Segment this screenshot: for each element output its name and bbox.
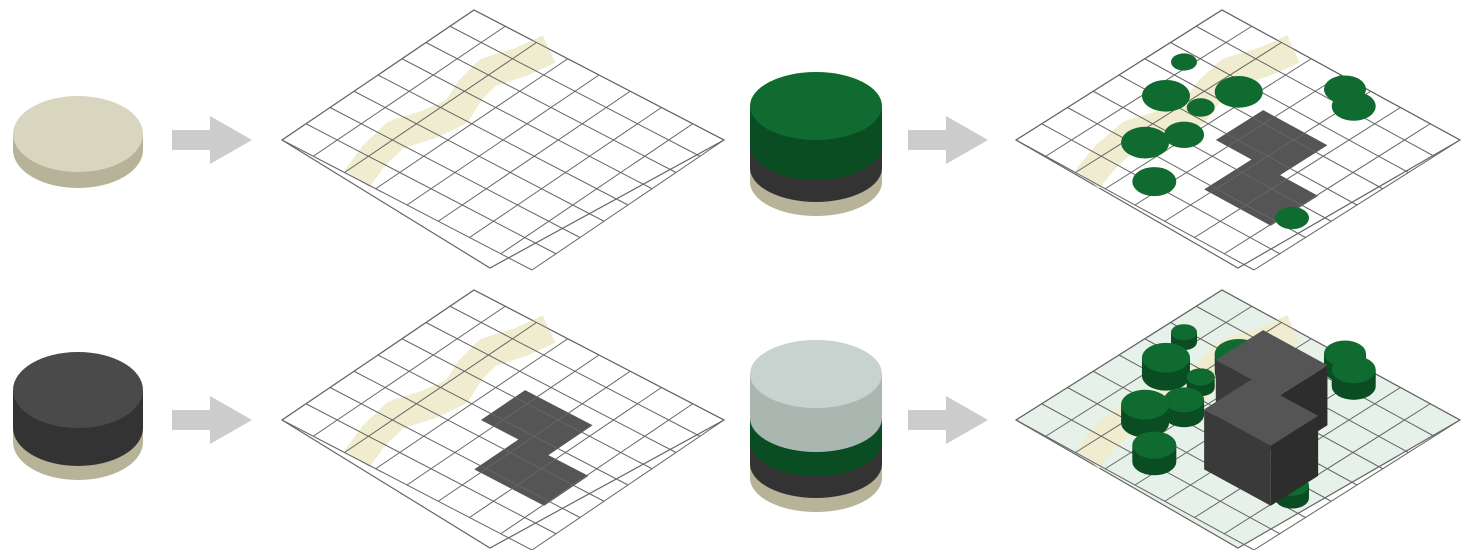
isometric-grid-2: [1014, 9, 1462, 271]
layer-water: [13, 96, 143, 188]
stack-water-built-green: [750, 72, 882, 216]
tree-icon-5: [1164, 387, 1205, 428]
isometric-grid-4: [1014, 289, 1462, 550]
isometric-grid-3: [280, 289, 726, 550]
tree-dot-3: [1214, 76, 1263, 108]
tree-icon-2: [1141, 342, 1190, 391]
water-path: [344, 35, 556, 188]
tree-dot-9: [1331, 91, 1376, 121]
arrow-right-icon-2: [908, 116, 988, 164]
stack-water-built: [13, 352, 143, 480]
layer-green: [750, 72, 882, 180]
tree-dot-2: [1141, 79, 1190, 112]
tree-dot-5: [1164, 121, 1205, 148]
building-icon-2: [1204, 379, 1319, 506]
tree-icon-9: [1331, 356, 1376, 400]
grid-lines: [281, 289, 725, 550]
built-footprint: [1204, 110, 1328, 226]
tree-icon-6: [1121, 389, 1170, 438]
water-path: [344, 315, 556, 468]
arrow-right-icon-1: [172, 116, 252, 164]
isometric-grid-1: [280, 9, 726, 271]
arrow-right-icon-3: [172, 396, 252, 444]
tree-dot-4: [1186, 98, 1215, 117]
tree-icon-7: [1132, 431, 1177, 476]
layer-sky: [750, 340, 882, 452]
stack-water: [13, 96, 143, 188]
arrow-right-icon-4: [908, 396, 988, 444]
tree-dot-10: [1275, 206, 1309, 230]
tree-dot-6: [1121, 126, 1170, 159]
tree-dot-7: [1132, 167, 1177, 197]
layer-built: [13, 352, 143, 466]
grid-lines: [281, 9, 725, 271]
stack-water-built-green-sky: [750, 340, 882, 512]
tree-dot-1: [1171, 53, 1197, 71]
green-dots: [1121, 53, 1376, 230]
